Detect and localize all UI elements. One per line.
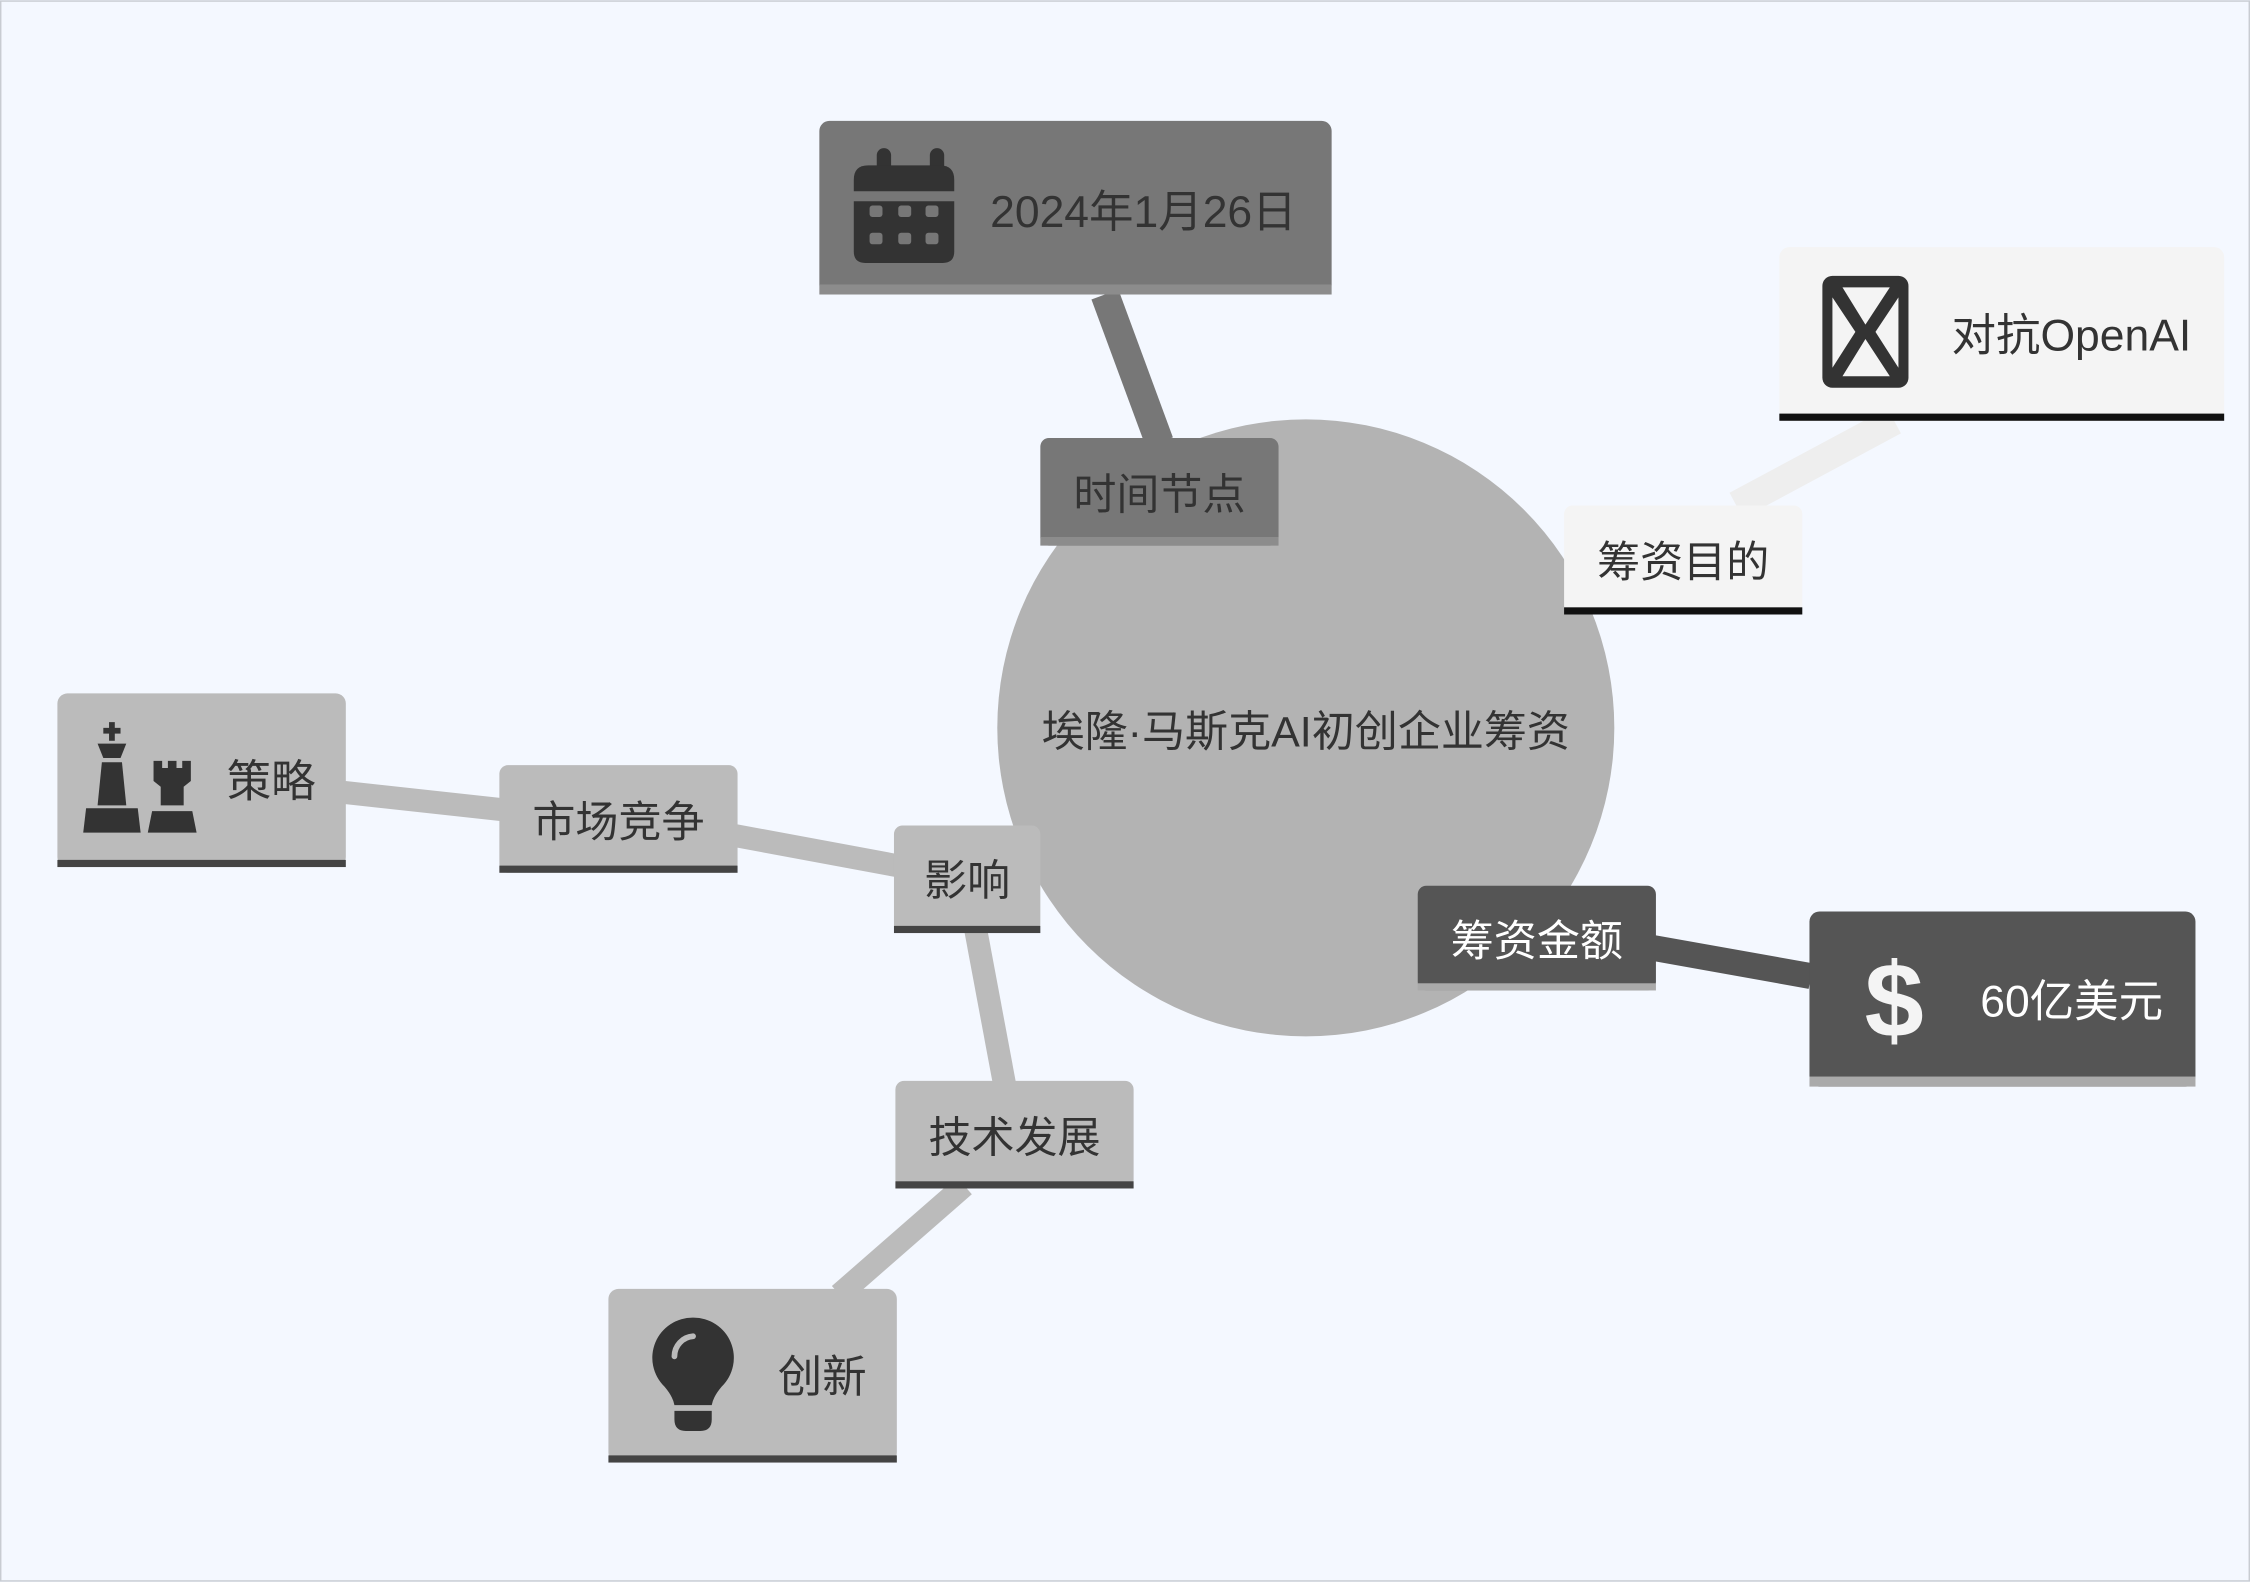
topic-amount-value[interactable]: $ 60亿美元 [1809, 911, 2196, 1087]
topic-time[interactable]: 时间节点 [1040, 438, 1279, 546]
topic-innovation-label: 创新 [778, 1353, 867, 1402]
connector-tech-innovation [831, 1176, 972, 1304]
topic-amount-value-label: 60亿美元 [1980, 977, 2163, 1026]
connector-purpose [1729, 408, 1901, 519]
topic-openai[interactable]: 对抗OpenAI [1779, 247, 2225, 421]
connector-amount [1647, 934, 1814, 989]
central-topic[interactable]: 埃隆·马斯克AI初创企业筹资 [997, 419, 1615, 1037]
chess-icon [83, 722, 197, 833]
topic-purpose-label: 筹资目的 [1597, 539, 1769, 587]
dollar-icon: $ [1865, 940, 1924, 1059]
connector-impact-tech [964, 928, 1016, 1086]
topic-openai-label: 对抗OpenAI [1952, 311, 2192, 360]
topic-tech[interactable]: 技术发展 [895, 1080, 1134, 1189]
topic-innovation[interactable]: 创新 [608, 1288, 897, 1463]
connector-impact-market [732, 824, 899, 877]
topic-market[interactable]: 市场竞争 [499, 765, 738, 873]
topic-strategy-label: 策略 [227, 758, 316, 807]
hourglass-box-icon [1822, 275, 1909, 388]
topic-purpose[interactable]: 筹资目的 [1564, 505, 1803, 615]
topic-amount[interactable]: 筹资金额 [1417, 885, 1656, 991]
calendar-icon [853, 148, 955, 263]
topic-amount-label: 筹资金额 [1451, 918, 1623, 966]
topic-impact-label: 影响 [924, 858, 1010, 906]
topic-market-label: 市场竞争 [532, 799, 704, 847]
connectors [343, 289, 1901, 1304]
connector-time [1091, 289, 1173, 448]
topic-strategy[interactable]: 策略 [57, 693, 346, 868]
connector-market-strategy [343, 781, 504, 822]
topic-time-label: 时间节点 [1073, 472, 1245, 520]
topic-date[interactable]: 2024年1月26日 [819, 120, 1332, 295]
topic-impact[interactable]: 影响 [893, 825, 1041, 934]
topic-date-label: 2024年1月26日 [990, 188, 1297, 237]
lightbulb-icon [652, 1317, 734, 1431]
central-topic-label: 埃隆·马斯克AI初创企业筹资 [1042, 709, 1570, 757]
topic-tech-label: 技术发展 [928, 1115, 1100, 1163]
